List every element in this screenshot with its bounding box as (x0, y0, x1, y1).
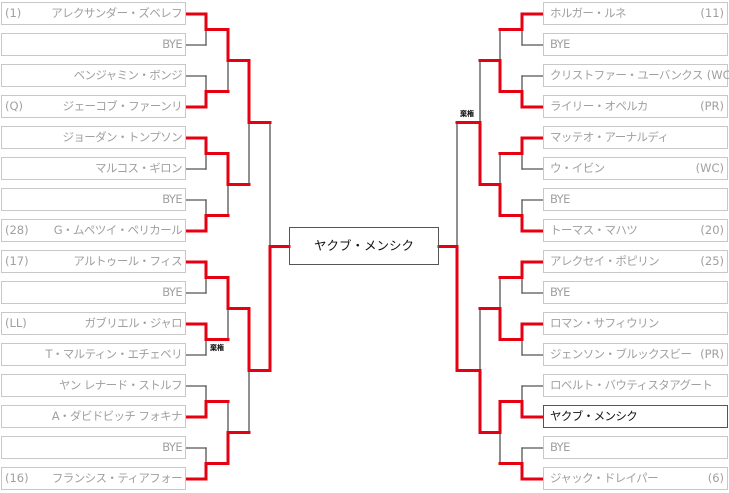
player-name: BYE (162, 192, 182, 206)
player-slot[interactable]: BYE (1, 436, 186, 459)
player-seed: (20) (700, 223, 724, 237)
player-name: BYE (550, 440, 570, 454)
player-slot[interactable]: (PR) ジェンソン・ブルックスビー (543, 343, 728, 366)
player-seed: (WC) (706, 68, 729, 82)
player-slot[interactable]: ヤクブ・メンシク (543, 405, 728, 428)
player-slot[interactable]: ベンジャミン・ボンジ (1, 64, 186, 87)
player-name: フランシス・ティアフォー (51, 471, 183, 485)
player-slot[interactable]: (28) G・ムペツイ・ペリカール (1, 219, 186, 242)
player-name: ロマン・サフィウリン (550, 316, 659, 330)
player-name: ホルガー・ルネ (550, 6, 627, 20)
player-seed: (1) (5, 6, 22, 20)
player-slot[interactable]: (25) アレクセイ・ポピリン (543, 250, 728, 273)
player-slot[interactable]: (16) フランシス・ティアフォー (1, 467, 186, 490)
player-name: BYE (162, 440, 182, 454)
player-name: マルコス・ギロン (95, 161, 183, 175)
walkover-label-right: 棄権 (460, 110, 474, 118)
player-slot[interactable]: (6) ジャック・ドレイパー (543, 467, 728, 490)
player-slot[interactable]: ロベルト・バウティスタアグート (543, 374, 728, 397)
player-seed: (25) (700, 254, 724, 268)
player-seed: (LL) (5, 316, 27, 330)
player-seed: (PR) (700, 347, 724, 361)
player-name: BYE (550, 192, 570, 206)
player-name: ジャック・ドレイパー (550, 471, 659, 485)
player-name: ジェンソン・ブルックスビー (550, 347, 692, 361)
player-slot[interactable]: マッテオ・アーナルディ (543, 126, 728, 149)
player-slot[interactable]: BYE (543, 436, 728, 459)
player-name: ヤン レナード・ストルフ (59, 378, 183, 392)
player-slot[interactable]: (LL) ガブリエル・ジャロ (1, 312, 186, 335)
player-slot[interactable]: A・ダビドビッチ フォキナ (1, 405, 186, 428)
player-seed: (17) (5, 254, 29, 268)
player-slot[interactable]: (11) ホルガー・ルネ (543, 2, 728, 25)
player-seed: (11) (700, 6, 724, 20)
player-slot[interactable]: ロマン・サフィウリン (543, 312, 728, 335)
player-name: ヤクブ・メンシク (550, 409, 638, 423)
player-name: アレクサンダー・ズベレフ (51, 6, 182, 20)
player-slot[interactable]: (17) アルトゥール・フィス (1, 250, 186, 273)
player-slot[interactable]: BYE (1, 33, 186, 56)
player-slot[interactable]: BYE (1, 188, 186, 211)
player-name: BYE (162, 285, 182, 299)
player-name: トーマス・マハツ (550, 223, 638, 237)
player-name: クリストファー・ユーバンクス (550, 68, 703, 82)
player-slot[interactable]: (WC)クリストファー・ユーバンクス (543, 64, 729, 87)
player-name: ベンジャミン・ボンジ (73, 68, 183, 82)
player-name: BYE (162, 37, 182, 51)
player-seed: (28) (5, 223, 29, 237)
player-name: ジェーコブ・ファーンリ (62, 99, 183, 113)
player-name: ジョーダン・トンプソン (62, 130, 182, 144)
player-name: BYE (550, 37, 570, 51)
player-seed: (6) (707, 471, 724, 485)
player-name: BYE (550, 285, 570, 299)
final-winner-box[interactable]: ヤクブ・メンシク (289, 227, 439, 265)
player-seed: (16) (5, 471, 29, 485)
player-name: A・ダビドビッチ フォキナ (51, 409, 183, 423)
player-slot[interactable]: マルコス・ギロン (1, 157, 186, 180)
player-seed: (Q) (5, 99, 24, 113)
player-slot[interactable]: (20) トーマス・マハツ (543, 219, 728, 242)
player-slot[interactable]: (Q) ジェーコブ・ファーンリ (1, 95, 186, 118)
player-name: ロベルト・バウティスタアグート (550, 378, 713, 392)
player-slot[interactable]: BYE (543, 33, 728, 56)
player-name: ウ・イビン (550, 161, 605, 175)
player-slot[interactable]: ジョーダン・トンプソン (1, 126, 186, 149)
player-slot[interactable]: (WC) ウ・イビン (543, 157, 728, 180)
player-name: アルトゥール・フィス (73, 254, 182, 268)
player-slot[interactable]: BYE (1, 281, 186, 304)
player-slot[interactable]: T・マルティン・エチェベリ (1, 343, 186, 366)
player-slot[interactable]: (1) アレクサンダー・ズベレフ (1, 2, 186, 25)
player-slot[interactable]: ヤン レナード・ストルフ (1, 374, 186, 397)
player-name: アレクセイ・ポピリン (550, 254, 660, 268)
player-seed: (PR) (700, 99, 724, 113)
player-slot[interactable]: BYE (543, 281, 728, 304)
player-slot[interactable]: (PR) ライリー・オペルカ (543, 95, 728, 118)
player-name: ガブリエル・ジャロ (84, 316, 182, 330)
walkover-label-left: 棄権 (210, 344, 224, 352)
player-name: G・ムペツイ・ペリカール (53, 223, 183, 237)
player-name: マッテオ・アーナルディ (550, 130, 669, 144)
player-seed: (WC) (695, 161, 724, 175)
player-name: T・マルティン・エチェベリ (45, 347, 182, 361)
player-slot[interactable]: BYE (543, 188, 728, 211)
player-name: ライリー・オペルカ (550, 99, 648, 113)
